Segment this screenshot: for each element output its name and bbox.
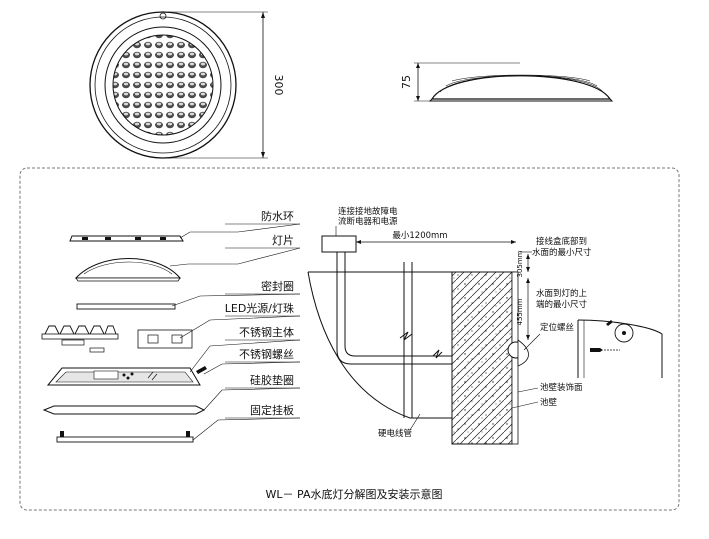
dim-455: 455mm (516, 298, 524, 325)
bezel (104, 26, 222, 144)
min-distance-label: 最小1200mm (392, 230, 447, 241)
dim-305: 305mm (516, 250, 524, 277)
label-seal-ring: 密封圈 (261, 279, 294, 293)
led-grid (112, 34, 214, 136)
exploded-view: 防水环 灯片 密封圈 LED光源/灯珠 不锈钢主体 不锈钢螺丝 硅胶垫圈 固定挂… (41, 209, 301, 443)
waterproof-ring (69, 235, 184, 242)
top-view: 300 (89, 11, 285, 159)
outer-ring (89, 11, 237, 159)
conduit-left (336, 252, 452, 365)
lens (74, 258, 182, 279)
junction-box (321, 235, 357, 253)
mount-hole (159, 12, 167, 20)
caption: WL－ PA水底灯分解图及安装示意图 (266, 487, 443, 501)
label-led-source: LED光源/灯珠 (225, 301, 294, 315)
silicone-gasket (42, 405, 206, 415)
conduit-label: 硬电线管 (378, 428, 412, 439)
label-mounting-plate: 固定挂板 (250, 403, 294, 417)
dim-75: 75 (400, 75, 413, 89)
detail-frame (19, 167, 680, 511)
wall-trim-label: 池壁装饰面 (540, 382, 583, 393)
screw-icon (196, 366, 207, 374)
side-view: 75 (400, 62, 614, 102)
outer-ring-inner (94, 16, 232, 154)
conduit-vertical (403, 262, 413, 418)
positioning-screw-label: 定位螺丝 (540, 322, 575, 333)
pool-wall-label: 池壁 (540, 397, 558, 408)
label-silicone-gasket: 硅胶垫圈 (250, 373, 294, 387)
breaker-note-2: 流断电器和电源 (338, 216, 398, 227)
breaker-note-1: 连接接地故障电 (338, 206, 398, 217)
label-lens: 灯片 (272, 234, 294, 247)
water-light-note-1: 水面到灯的上 (536, 288, 588, 299)
screw-detail (577, 319, 663, 378)
box-depth-note-1: 接线盒底部到 (536, 236, 587, 247)
mounting-plate (56, 436, 194, 443)
label-steel-screw: 不锈钢螺丝 (239, 348, 294, 361)
installation-view: 最小1200mm 连接接地故障电 流断电器和电源 305mm 455mm 接线盒… (307, 206, 663, 445)
water-light-note-2: 端的最小尺寸 (536, 299, 588, 310)
led-source (41, 325, 193, 353)
seal-ring (76, 303, 176, 310)
label-steel-body: 不锈钢主体 (239, 325, 294, 339)
soil-curve (307, 271, 452, 419)
label-waterproof-ring: 防水环 (261, 209, 294, 223)
dim-300: 300 (272, 75, 285, 96)
box-depth-note-2: 水面的最小尺寸 (532, 247, 592, 258)
